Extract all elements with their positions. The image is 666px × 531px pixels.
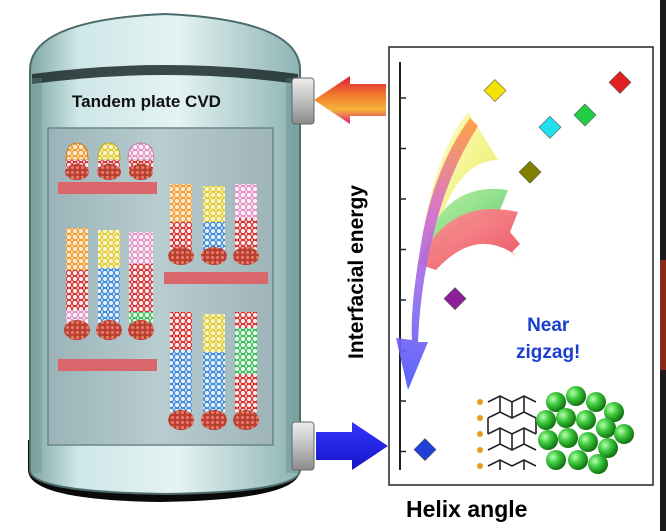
- point-purple: [443, 287, 467, 311]
- catalyst-interface-graphic: [477, 386, 634, 474]
- vessel-dome-rim: [32, 65, 298, 84]
- data-points: [413, 70, 632, 462]
- vessel-left-shade: [30, 78, 42, 473]
- descending-arrow: [396, 118, 478, 390]
- plate-top-left: [58, 182, 157, 194]
- inlet-arrow: [316, 422, 388, 470]
- nanotube-group-3: [168, 184, 259, 265]
- adjacent-panel-edge-accent: [660, 260, 666, 370]
- y-axis-label: Interfacial energy: [345, 185, 368, 359]
- inlet-port: [291, 421, 315, 471]
- energy-fan-red: [418, 208, 524, 270]
- reactor-title: Tandem plate CVD: [72, 92, 221, 111]
- x-axis-label: Helix angle: [406, 496, 528, 522]
- point-green: [573, 103, 597, 127]
- plate-bottom-left: [58, 359, 157, 371]
- point-olive: [518, 160, 542, 184]
- annotation-line-2: zigzag!: [516, 342, 581, 363]
- cvd-reactor: [28, 12, 315, 502]
- point-cyan: [538, 115, 562, 139]
- nanotube-lattice: [487, 395, 537, 470]
- energy-plot: [388, 46, 654, 486]
- catalyst-cluster: [536, 386, 634, 474]
- plate-mid-right: [164, 272, 268, 284]
- vessel-right-shade: [286, 78, 300, 473]
- nanotube-group-1: [65, 142, 155, 180]
- hydrogen-atoms: [477, 399, 483, 469]
- energy-fan-yellow: [420, 112, 498, 260]
- annotation-line-1: Near: [527, 315, 570, 336]
- outlet-arrow: [314, 76, 386, 124]
- nanotube-group-4: [168, 312, 259, 430]
- point-red: [608, 70, 632, 94]
- point-yellow: [483, 79, 507, 102]
- outlet-port: [291, 77, 315, 125]
- near-zigzag-annotation: Near zigzag!: [516, 312, 580, 366]
- nanotube-group-2: [64, 228, 154, 340]
- point-blue: [413, 438, 437, 462]
